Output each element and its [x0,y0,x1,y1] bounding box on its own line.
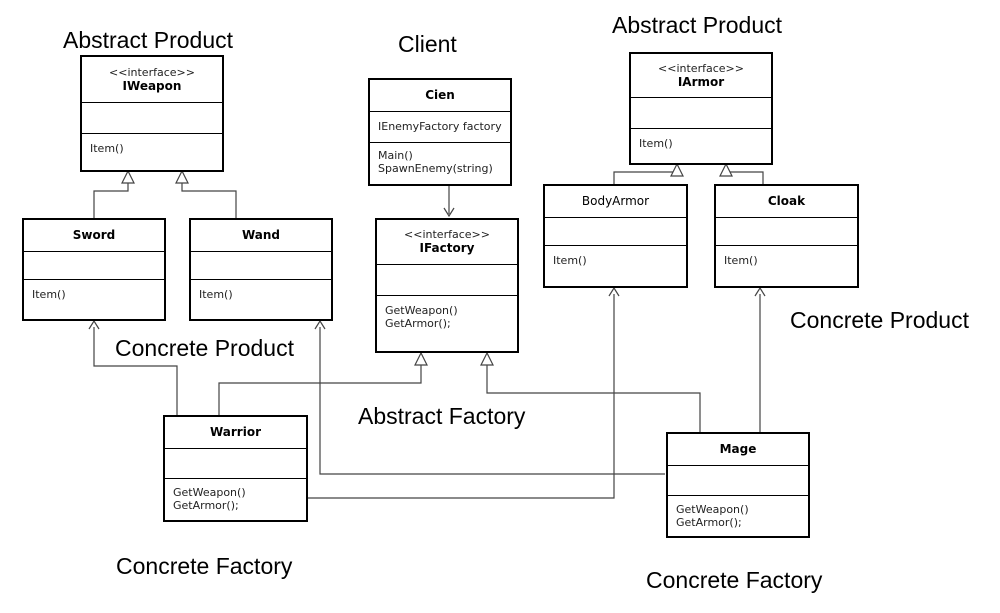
class-iarmor[interactable]: <<interface>> IArmor Item() [629,52,773,165]
ifactory-inherit-arrowhead-warrior [414,351,428,366]
label-abstract-factory: Abstract Factory [358,403,526,429]
warrior-sword-connector [93,327,178,415]
sword-iweapon-connector [93,183,129,219]
label-concrete-product-left: Concrete Product [115,335,294,361]
iweapon-inherit-arrowhead-right [175,169,189,184]
class-name: IFactory [419,241,475,255]
class-wand-header: Wand [191,220,331,251]
attributes-section [631,97,771,128]
attributes-section [716,217,857,245]
method: Item() [90,142,124,155]
mage-ifactory-connector [486,365,701,432]
label-concrete-factory-left: Concrete Factory [116,553,293,579]
class-sword[interactable]: Sword Item() [22,218,166,321]
class-bodyarmor[interactable]: BodyArmor Item() [543,184,688,288]
method: Item() [199,288,233,301]
stereotype-label: <<interface>> [404,228,490,241]
attributes-section [668,465,808,495]
methods-section: Item() [716,245,857,286]
methods-section: Main() SpawnEnemy(string) [370,142,510,184]
iarmor-inherit-arrowhead-right [719,162,733,177]
method: Main() [378,149,413,162]
class-name: IArmor [677,74,725,89]
method: Item() [553,254,587,267]
class-iweapon-header: <<interface>> IWeapon [82,57,222,102]
ifactory-inherit-arrowhead-mage [480,351,494,366]
method: Item() [724,254,758,267]
methods-section: Item() [631,128,771,163]
methods-section: Item() [191,279,331,319]
class-name: Wand [241,228,281,242]
method: Item() [639,137,673,150]
method: GetArmor(); [385,317,451,330]
method: GetArmor(); [173,499,239,512]
method: GetWeapon() [173,486,246,499]
class-iweapon[interactable]: <<interface>> IWeapon Item() [80,55,224,172]
class-name: Cloak [767,194,806,208]
wand-iweapon-connector [181,183,237,219]
stereotype-label: <<interface>> [658,61,744,75]
cloak-dependency-arrowhead [754,286,766,297]
method: GetWeapon() [676,503,749,516]
methods-section: GetWeapon() GetArmor(); [377,295,517,351]
method: SpawnEnemy(string) [378,162,493,175]
label-concrete-product-right: Concrete Product [790,307,969,333]
class-client-header: Cien [370,80,510,111]
class-name: BodyArmor [581,194,650,208]
class-mage-header: Mage [668,434,808,465]
class-warrior[interactable]: Warrior GetWeapon() GetArmor(); [163,415,308,522]
class-ifactory-header: <<interface>> IFactory [377,220,517,264]
sword-dependency-arrowhead [88,319,100,330]
class-sword-header: Sword [24,220,164,251]
class-client[interactable]: Cien IEnemyFactory factory Main() SpawnE… [368,78,512,186]
label-concrete-factory-right: Concrete Factory [646,567,823,593]
methods-section: GetWeapon() GetArmor(); [668,495,808,536]
iarmor-inherit-arrowhead-left [670,162,684,177]
class-cloak-header: Cloak [716,186,857,217]
class-name: Warrior [209,425,262,439]
class-ifactory[interactable]: <<interface>> IFactory GetWeapon() GetAr… [375,218,519,353]
method: GetArmor(); [676,516,742,529]
class-cloak[interactable]: Cloak Item() [714,184,859,288]
client-dependency-arrowhead [443,207,455,218]
attributes-section [165,448,306,478]
class-name: IWeapon [122,78,182,93]
attribute: IEnemyFactory factory [378,120,502,133]
class-bodyarmor-header: BodyArmor [545,186,686,217]
iweapon-inherit-arrowhead-left [121,169,135,184]
label-client: Client [398,31,457,57]
label-abstract-product-right: Abstract Product [612,12,783,38]
methods-section: Item() [545,245,686,286]
attributes-section: IEnemyFactory factory [370,111,510,142]
methods-section: Item() [24,279,164,319]
attributes-section [191,251,331,279]
class-mage[interactable]: Mage GetWeapon() GetArmor(); [666,432,810,538]
stereotype-label: <<interface>> [109,65,195,79]
class-warrior-header: Warrior [165,417,306,448]
method: GetWeapon() [385,304,458,317]
wand-dependency-arrowhead [314,319,326,330]
class-name: Sword [72,228,116,242]
warrior-bodyarmor-connector [280,294,615,499]
class-wand[interactable]: Wand Item() [189,218,333,321]
attributes-section [24,251,164,279]
method: Item() [32,288,66,301]
class-name: Cien [425,88,455,102]
attributes-section [82,102,222,133]
mage-wand-connector [319,327,665,475]
class-iarmor-header: <<interface>> IArmor [631,54,771,97]
class-name: Mage [719,442,757,456]
attributes-section [545,217,686,245]
label-abstract-product-left: Abstract Product [63,27,234,53]
methods-section: Item() [82,133,222,170]
methods-section: GetWeapon() GetArmor(); [165,478,306,520]
bodyarmor-dependency-arrowhead [608,286,620,297]
attributes-section [377,264,517,295]
